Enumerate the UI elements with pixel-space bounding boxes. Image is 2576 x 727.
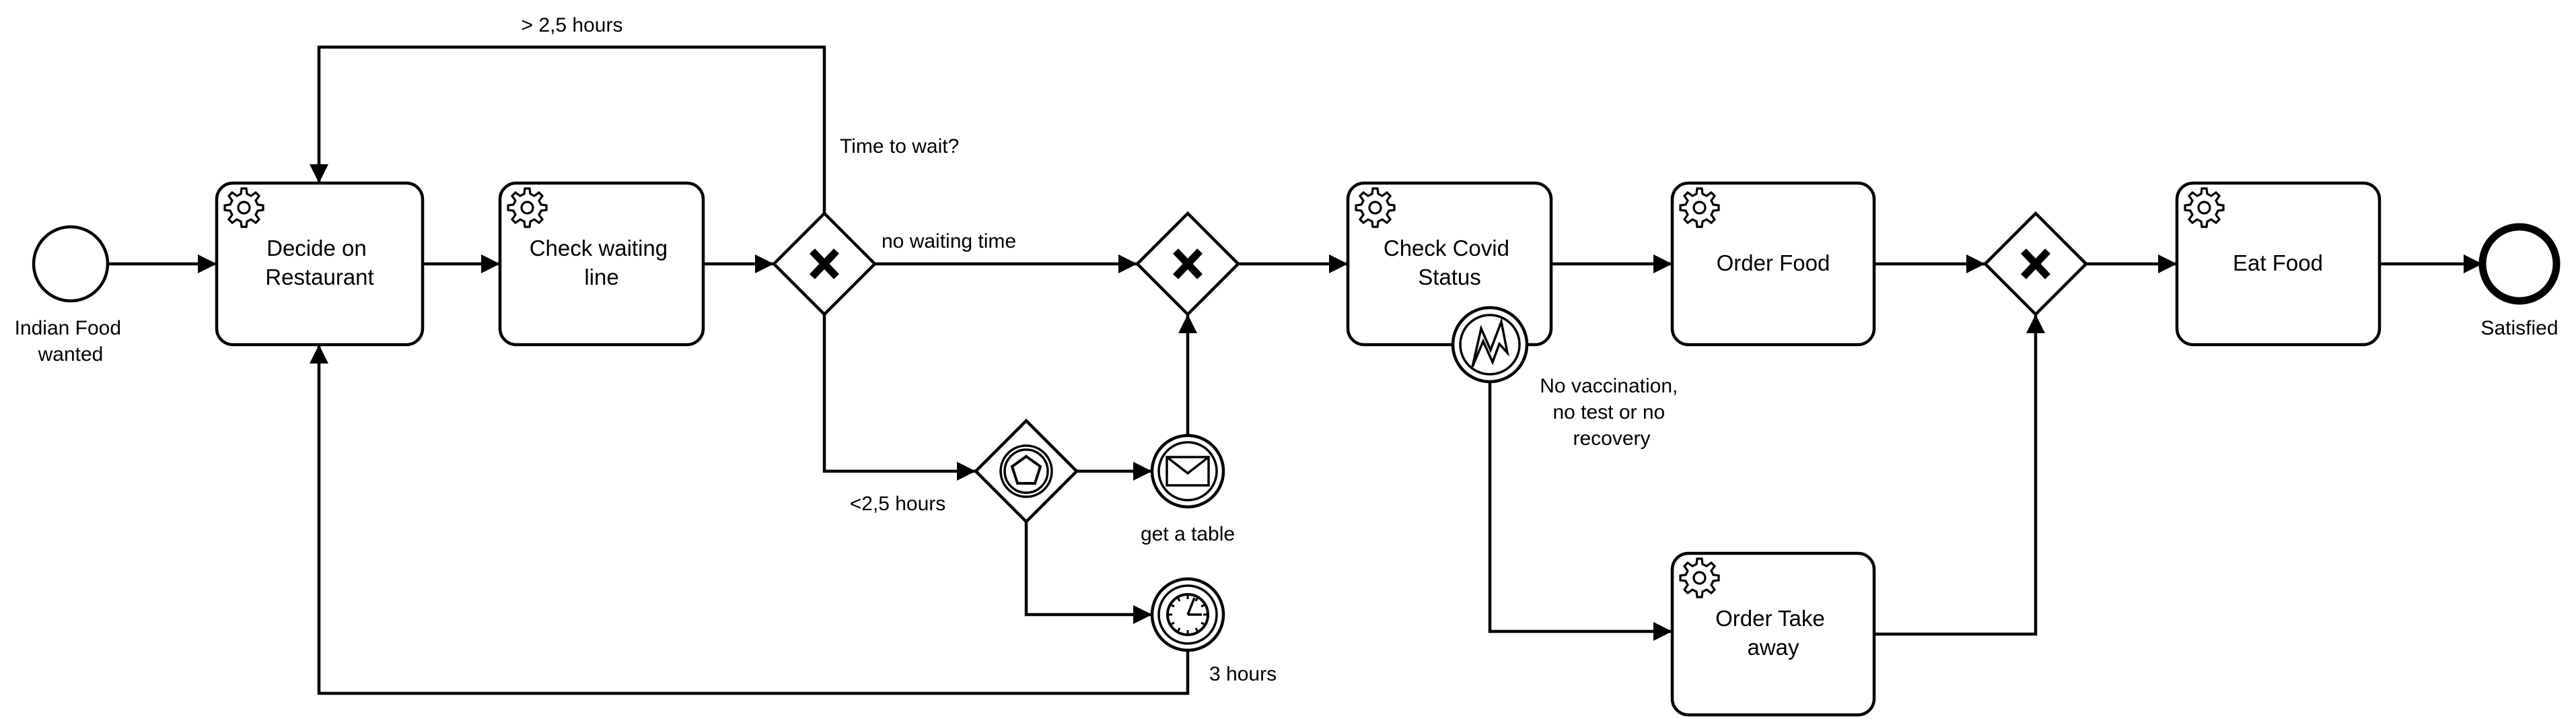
gear-icon	[1679, 557, 1720, 598]
svg-text:Decide on Restaurant: Decide on Restaurant	[265, 236, 373, 289]
error-event-label-line-3: recovery	[1573, 427, 1650, 450]
x-icon	[1173, 248, 1203, 279]
tasks: Decide on Restaurant Check waiting line …	[215, 181, 2382, 717]
message-catch-event[interactable]: get a table	[1141, 434, 1235, 545]
timer-catch-event[interactable]: 3 hours	[1150, 577, 1277, 685]
boundary-events: No vaccination, no test or no recovery	[1451, 306, 1683, 450]
task-order-food-label: Order Food	[1717, 250, 1830, 275]
gear-icon	[2184, 187, 2225, 228]
svg-text:Eat Food: Eat Food	[2233, 250, 2323, 275]
task-decide-label-line-2: Restaurant	[265, 265, 373, 289]
x-icon	[810, 248, 839, 279]
time-to-wait-label: Time to wait?	[840, 135, 959, 158]
gear-icon	[1679, 187, 1720, 228]
start-event[interactable]: Indian Food wanted	[15, 225, 127, 366]
no-waiting-time-label: no waiting time	[882, 230, 1016, 252]
svg-text:Indian Food wanted: Indian Food wanted	[15, 317, 127, 366]
short-wait-label: <2,5 hours	[850, 493, 946, 515]
message-event-label: get a table	[1141, 523, 1235, 545]
end-event-label: Satisfied	[2480, 317, 2558, 339]
svg-text:Time to wait?: Time to wait?	[840, 135, 959, 158]
gear-icon	[223, 187, 264, 228]
svg-text:Check waiting line: Check waiting line	[530, 236, 674, 289]
flow-loop-long-wait	[310, 45, 826, 213]
task-eat-food[interactable]: Eat Food	[2175, 181, 2382, 347]
loop-long-wait-label: > 2,5 hours	[522, 14, 623, 36]
start-event-label-line-1: Indian Food	[15, 317, 121, 339]
clock-icon	[1166, 593, 1209, 636]
svg-text:Order Take away: Order Take away	[1715, 606, 1831, 660]
sequence-flows	[108, 45, 2482, 695]
task-check-waiting-label-line-1: Check waiting	[530, 236, 668, 261]
gear-icon	[1355, 187, 1396, 228]
events: Indian Food wanted Satisfied get a table	[15, 223, 2561, 685]
start-event-label-line-2: wanted	[38, 343, 104, 366]
flow-order-takeaway-to-join-gateway	[1874, 314, 2045, 636]
task-check-waiting-label-line-2: line	[584, 265, 618, 289]
timer-event-label: 3 hours	[1209, 663, 1277, 685]
task-order-take-away[interactable]: Order Take away	[1670, 551, 1876, 717]
flow-short-wait-to-event-gateway	[822, 314, 976, 481]
flow-event-gateway-to-timer	[1024, 522, 1152, 624]
svg-text:Check Covid Status: Check Covid Status	[1384, 236, 1515, 289]
task-order-takeaway-label-line-1: Order Take	[1715, 606, 1825, 631]
svg-text:3 hours: 3 hours	[1209, 663, 1277, 685]
flow-labels: > 2,5 hours no waiting time <2,5 hours	[522, 14, 1017, 515]
task-decide-on-restaurant[interactable]: Decide on Restaurant	[215, 181, 425, 347]
error-event-label-line-2: no test or no	[1552, 401, 1665, 423]
flow-timer-to-decide	[310, 345, 1190, 695]
error-boundary-event[interactable]	[1451, 306, 1529, 384]
envelope-icon	[1166, 456, 1210, 487]
error-event-label-line-1: No vaccination,	[1540, 375, 1678, 397]
gateways: Time to wait?	[771, 135, 2089, 524]
x-icon	[2021, 248, 2050, 279]
time-to-wait-gateway[interactable]: Time to wait?	[771, 135, 959, 317]
task-check-covid-label-line-1: Check Covid	[1384, 236, 1509, 261]
task-order-takeaway-label-line-2: away	[1747, 635, 1799, 660]
task-check-covid-status[interactable]: Check Covid Status	[1346, 181, 1553, 347]
end-event[interactable]: Satisfied	[2478, 223, 2561, 339]
svg-text:get a table: get a table	[1141, 523, 1235, 545]
event-based-gateway[interactable]	[973, 418, 1079, 524]
gear-icon	[507, 187, 548, 228]
merge-exclusive-gateway[interactable]	[1135, 211, 1241, 317]
flow-error-to-order-takeaway	[1488, 382, 1672, 641]
lightning-icon	[1471, 317, 1509, 368]
join-exclusive-gateway[interactable]	[1982, 211, 2089, 317]
svg-text:Satisfied: Satisfied	[2480, 317, 2558, 339]
task-decide-label-line-1: Decide on	[266, 236, 367, 261]
task-check-waiting-line[interactable]: Check waiting line	[498, 181, 705, 347]
svg-text:No vaccination, no test: No vaccination, no test or no recovery	[1540, 375, 1683, 450]
task-order-food[interactable]: Order Food	[1670, 181, 1876, 347]
task-check-covid-label-line-2: Status	[1418, 265, 1481, 289]
task-eat-food-label: Eat Food	[2233, 250, 2323, 275]
svg-text:Order Food: Order Food	[1717, 250, 1830, 275]
pentagon-icon	[1010, 454, 1042, 485]
